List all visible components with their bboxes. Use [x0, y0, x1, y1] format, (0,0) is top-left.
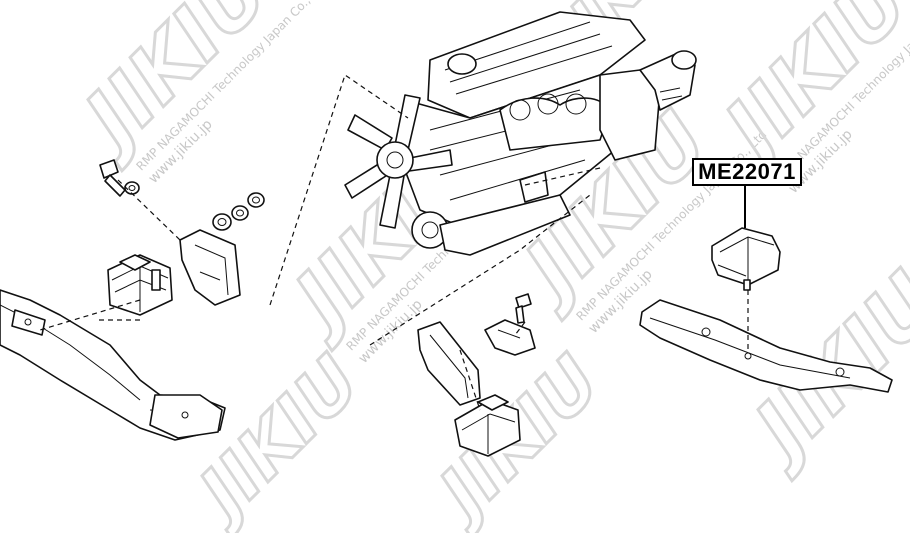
part-number-callout: ME22071 [692, 158, 802, 186]
left-fasteners [99, 159, 265, 231]
watermark-logo: JIKIU [58, 0, 287, 173]
right-crossmember [639, 299, 893, 393]
left-engine-mount [107, 254, 173, 316]
transmission-mount-me22071 [711, 227, 781, 291]
watermark-logo: JIKIU [176, 340, 376, 533]
engine-assembly [344, 11, 697, 256]
left-mount-bracket [179, 229, 241, 306]
left-crossmember [0, 289, 226, 441]
cooling-fan [344, 94, 453, 229]
middle-engine-mount [454, 394, 521, 457]
middle-mount-bracket [417, 293, 536, 406]
assembly-guides [39, 74, 749, 411]
